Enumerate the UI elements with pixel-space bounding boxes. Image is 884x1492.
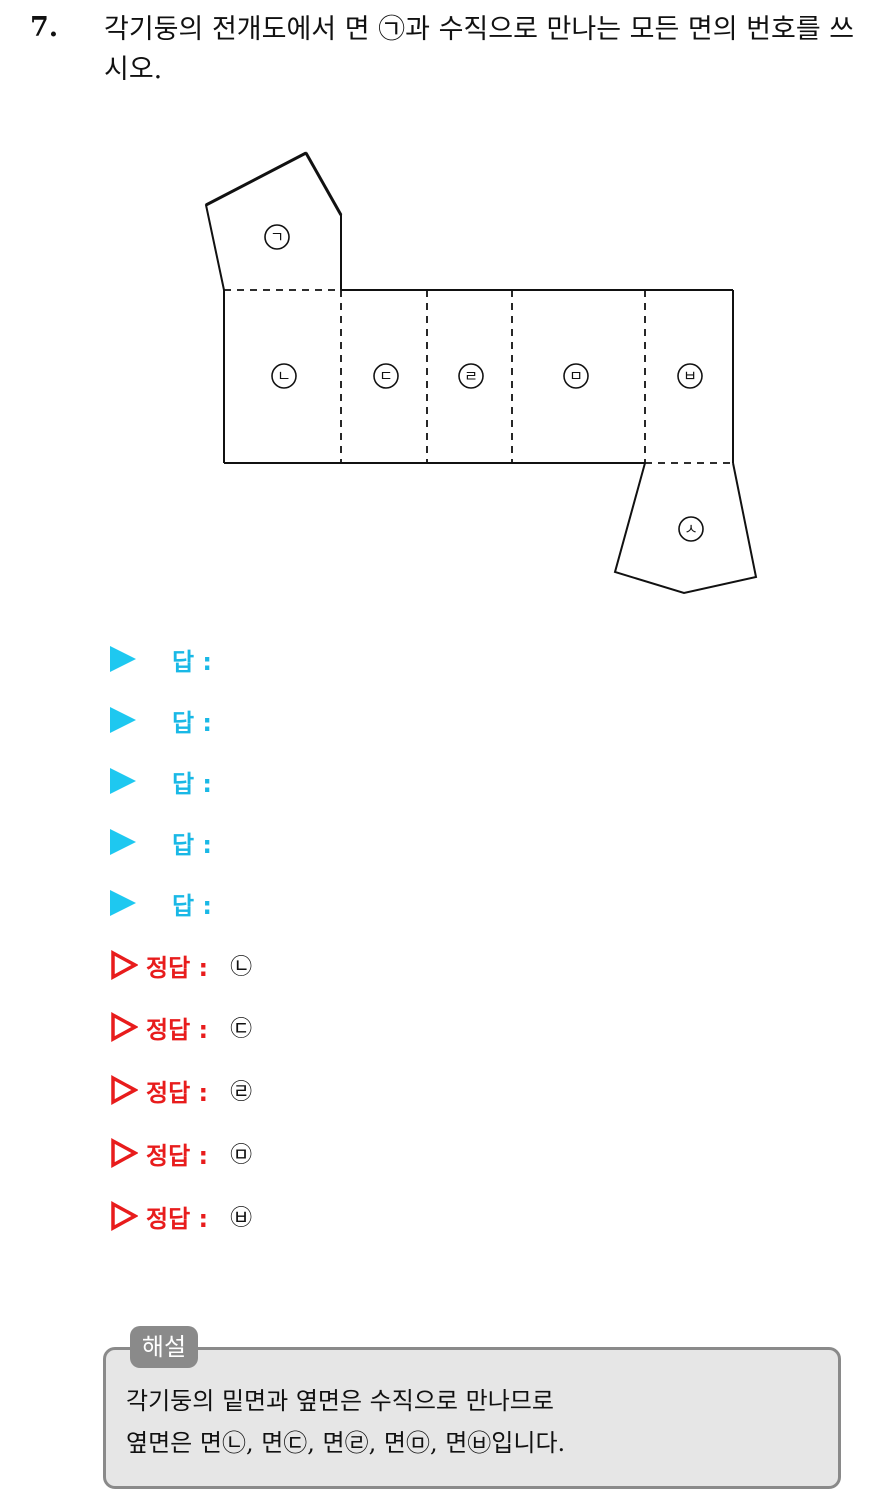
correct-answer-label: 정답 : [146,1141,209,1170]
solid-triangle-icon [110,890,136,916]
answer-row: 답 : [110,763,212,799]
face-label-d: ㄹ [464,367,478,385]
question-text: 각기둥의 전개도에서 면 ㉠과 수직으로 만나는 모든 면의 번호를 쓰시오. [104,14,855,85]
face-label-a: ㄱ [270,228,284,246]
answer-row: 답 : [110,824,212,860]
solid-triangle-icon [110,768,136,794]
answer-label: 답 : [172,647,213,676]
outline-triangle-icon [111,950,138,980]
correct-answer-value: ㉤ [230,1143,253,1168]
answer-row: 답 : [110,641,212,677]
correct-answer-row: 정답 : ㉡ [110,947,252,983]
face-label-b: ㄴ [277,367,291,385]
solid-triangle-icon [110,829,136,855]
correct-answer-row: 정답 : ㉤ [110,1135,252,1171]
outline-triangle-icon [111,1012,138,1042]
correct-answer-label: 정답 : [146,1204,209,1233]
face-label-g: ㅅ [684,520,698,538]
explanation-line-2: 옆면은 면㉡, 면㉢, 면㉣, 면㉤, 면㉥입니다. [126,1429,566,1457]
correct-answer-value: ㉣ [230,1080,253,1105]
face-label-e: ㅁ [569,367,583,385]
question-number: 7. [30,12,59,43]
outline-triangle-icon [111,1138,138,1168]
answer-row: 답 : [110,885,212,921]
answer-label: 답 : [172,891,213,920]
explanation-tag: 해설 [130,1326,198,1368]
solid-triangle-icon [110,707,136,733]
top-pentagon-outline [204,151,342,291]
face-label-c: ㄷ [379,367,393,385]
outline-triangle-icon [111,1201,138,1231]
answer-label: 답 : [172,830,213,859]
correct-answer-value: ㉢ [230,1017,253,1042]
correct-answer-row: 정답 : ㉣ [110,1072,252,1108]
explanation-line-1: 각기둥의 밑면과 옆면은 수직으로 만나므로 [126,1387,554,1415]
solid-triangle-icon [110,646,136,672]
bottom-pentagon-outline [613,462,758,595]
correct-answer-row: 정답 : ㉢ [110,1009,252,1045]
answer-row: 답 : [110,702,212,738]
outline-triangle-icon [111,1075,138,1105]
correct-answer-label: 정답 : [146,1078,209,1107]
correct-answer-label: 정답 : [146,953,209,982]
prism-net-diagram: ㄱ ㄴ ㄷ ㄹ ㅁ ㅂ ㅅ [204,151,758,595]
answer-label: 답 : [172,769,213,798]
face-label-f: ㅂ [683,367,697,385]
correct-answer-value: ㉡ [230,955,253,980]
correct-answer-value: ㉥ [230,1206,253,1231]
correct-answer-row: 정답 : ㉥ [110,1198,252,1234]
explanation-box [103,1347,841,1489]
correct-answer-label: 정답 : [146,1015,209,1044]
answer-label: 답 : [172,708,213,737]
